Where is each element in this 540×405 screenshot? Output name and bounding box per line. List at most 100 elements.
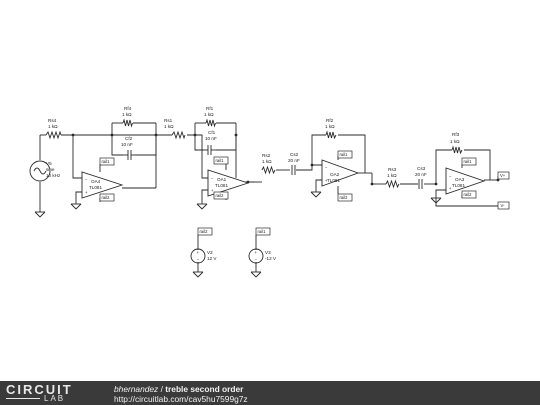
cs3-name: Cs3: [417, 166, 426, 171]
circuit-schematic: V5 sine 10 kHz Rs4 1 kΩ Rf4 1 kΩ Rs1 1 k…: [29, 106, 510, 278]
oa2-model: TL081: [327, 178, 340, 183]
oa3-model: TL081: [452, 183, 465, 188]
v2-value: 12 V: [207, 256, 217, 261]
rs4-name: Rs4: [48, 118, 57, 123]
rail1-tag-v3: rail1: [255, 227, 271, 236]
rf3-value: 1 kΩ: [450, 139, 460, 144]
svg-text:rail1: rail1: [258, 229, 267, 234]
junctions: [71, 133, 500, 186]
rail2-tag-oa1: rail2: [213, 191, 229, 200]
rf1-value: 1 kΩ: [204, 112, 214, 117]
source-v3: + − V3 -12 V: [248, 248, 277, 264]
svg-text:−: −: [197, 257, 200, 262]
circuit-meta: bhernandez / treble second order http://…: [114, 384, 248, 404]
v5-type: sine: [46, 167, 55, 172]
rail1-tag-oa4: rail1: [99, 157, 115, 166]
source-v5: V5 sine 10 kHz: [29, 160, 61, 182]
svg-text:rail2: rail2: [464, 192, 473, 197]
opamp-oa2: −+ OA2 TL081: [321, 156, 360, 194]
rf1-name: Rf1: [206, 106, 214, 111]
cf1-name: Cf1: [208, 130, 216, 135]
logo-text-lab: LAB: [44, 394, 66, 403]
svg-text:V-: V-: [501, 203, 506, 208]
rail-tags: rail1 rail2 rail1 rail2 rail1 rail2 rail…: [99, 150, 510, 238]
svg-text:+: +: [255, 250, 258, 255]
oa1-model: TL081: [215, 183, 228, 188]
svg-text:rail1: rail1: [464, 159, 473, 164]
svg-text:rail2: rail2: [200, 229, 209, 234]
rail2-tag-oa3: rail2: [461, 190, 477, 199]
resistor-rf4: Rf4 1 kΩ: [122, 106, 133, 128]
v5-value: 10 kHz: [46, 173, 61, 178]
rs4-value: 1 kΩ: [48, 124, 58, 129]
v5-name: V5: [46, 161, 52, 166]
svg-text:+: +: [449, 186, 452, 191]
rf4-name: Rf4: [124, 106, 132, 111]
rf4-value: 1 kΩ: [122, 112, 132, 117]
rs2-value: 1 kΩ: [262, 159, 272, 164]
svg-text:V+: V+: [500, 173, 506, 178]
separator: /: [158, 384, 166, 394]
rs2-name: Rs2: [262, 153, 271, 158]
source-v2: +− V2 12 V: [190, 248, 217, 264]
resistor-rs2: Rs2 1 kΩ: [261, 153, 276, 175]
rs3-name: Rs3: [388, 167, 397, 172]
svg-text:rail1: rail1: [340, 152, 349, 157]
footer-bar: CIRCUIT LAB bhernandez / treble second o…: [0, 381, 540, 405]
svg-text:rail2: rail2: [102, 195, 111, 200]
circuit-title: treble second order: [165, 384, 244, 394]
rs1-value: 1 kΩ: [164, 124, 174, 129]
rail2-tag-v2: rail2: [197, 227, 213, 236]
cf2-value: 10 nF: [121, 142, 133, 147]
cs3-value: 20 nF: [415, 172, 427, 177]
svg-text:−: −: [211, 176, 214, 181]
opamp-oa3: − + OA3 TL081: [445, 164, 486, 198]
rs3-value: 1 kΩ: [387, 173, 397, 178]
vplus-tag: V+: [497, 171, 510, 180]
logo-underline: [6, 398, 40, 399]
oa4-name: OA4: [91, 179, 101, 184]
svg-text:−: −: [85, 177, 88, 182]
v3-value: -12 V: [265, 256, 277, 261]
svg-text:+: +: [85, 190, 88, 195]
v3-name: V3: [265, 250, 271, 255]
author-title-line: bhernandez / treble second order: [114, 384, 248, 394]
svg-text:rail1: rail1: [102, 159, 111, 164]
cf1-value: 10 nF: [205, 136, 217, 141]
resistor-rs4: Rs4 1 kΩ: [45, 118, 62, 140]
vminus-tag: V-: [497, 201, 510, 210]
logo-text-circuit: CIRCUIT: [6, 382, 73, 397]
resistor-rs1: Rs1 1 kΩ: [164, 118, 186, 140]
capacitor-cf2: Cf2 10 nF: [121, 136, 135, 160]
author-link[interactable]: bhernandez: [114, 384, 159, 394]
rail2-tag-oa4: rail2: [99, 193, 115, 202]
rf3-name: Rf3: [452, 132, 460, 137]
svg-text:−: −: [325, 165, 328, 170]
circuit-url[interactable]: http://circuitlab.com/cav5hu7599g7z: [114, 394, 248, 404]
svg-text:+: +: [211, 188, 214, 193]
cs2-name: Cs2: [290, 152, 299, 157]
svg-text:rail2: rail2: [340, 195, 349, 200]
svg-text:rail2: rail2: [216, 193, 225, 198]
capacitor-cs3: Cs3 20 nF: [415, 166, 427, 189]
svg-text:−: −: [255, 257, 258, 262]
resistor-rf1: Rf1 1 kΩ: [204, 106, 216, 128]
rf2-value: 1 kΩ: [325, 124, 335, 129]
v2-name: V2: [207, 250, 213, 255]
rf2-name: Rf2: [326, 118, 334, 123]
capacitor-cs2: Cs2 20 nF: [288, 152, 300, 175]
resistor-rf2: Rf2 1 kΩ: [325, 118, 337, 140]
oa4-model: TL081: [89, 185, 102, 190]
rail1-tag-oa2: rail1: [337, 150, 353, 159]
oa3-name: OA3: [455, 177, 465, 182]
svg-text:−: −: [449, 174, 452, 179]
svg-text:+: +: [325, 178, 328, 183]
circuitlab-logo[interactable]: CIRCUIT LAB: [6, 382, 98, 404]
oa1-name: OA1: [217, 177, 227, 182]
cs2-value: 20 nF: [288, 158, 300, 163]
resistor-rs3: Rs3 1 kΩ: [385, 167, 400, 189]
resistor-rf3: Rf3 1 kΩ: [450, 132, 463, 155]
ground-symbols: [34, 191, 442, 278]
capacitor-cf1: Cf1 10 nF: [204, 130, 217, 155]
rail1-tag-oa1: rail1: [213, 156, 229, 165]
